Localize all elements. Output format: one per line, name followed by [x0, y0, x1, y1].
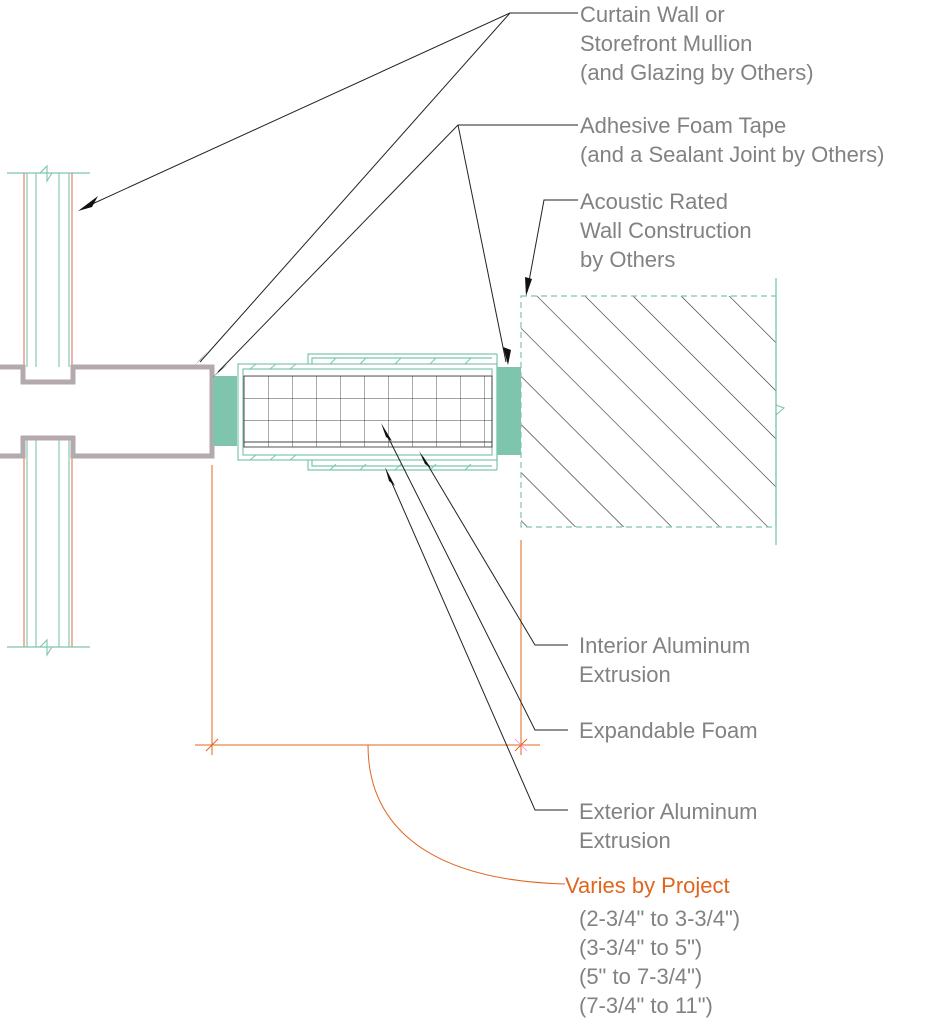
curtain-wall-line-1: Curtain Wall or: [580, 2, 725, 27]
curtain-wall-glazing: [7, 164, 90, 657]
foam-tape-line-1: Adhesive Foam Tape: [580, 113, 787, 138]
dimension-lines: [195, 465, 566, 885]
mullion-profile: [0, 364, 215, 459]
acoustic-wall-line-3: by Others: [580, 247, 676, 272]
interior-extrusion-label: Interior Aluminum Extrusion: [579, 631, 750, 689]
size-ranges: (2-3/4" to 3-3/4") (3-3/4" to 5") (5" to…: [579, 904, 740, 1020]
curtain-wall-label: Curtain Wall or Storefront Mullion (and …: [580, 0, 814, 87]
size-range-2: (3-3/4" to 5"): [579, 935, 703, 960]
extrusion-hatch: [249, 357, 472, 471]
expandable-foam: [243, 375, 493, 448]
acoustic-wall-line-2: Wall Construction: [580, 218, 752, 243]
size-range-1: (2-3/4" to 3-3/4"): [579, 906, 741, 931]
size-range-4: (7-3/4" to 11"): [579, 993, 713, 1018]
acoustic-wall-line-1: Acoustic Rated: [580, 189, 728, 214]
foam-tape-line-2: (and a Sealant Joint by Others): [580, 142, 885, 167]
exterior-extrusion-line-2: Extrusion: [579, 828, 671, 853]
foam-tape-right: [497, 367, 521, 455]
exterior-extrusion-line-1: Exterior Aluminum: [579, 799, 758, 824]
curtain-wall-line-3: (and Glazing by Others): [580, 60, 814, 85]
interior-extrusion-line-2: Extrusion: [579, 662, 671, 687]
expandable-foam-label: Expandable Foam: [579, 716, 758, 745]
interior-extrusion-line-1: Interior Aluminum: [579, 633, 751, 658]
varies-by-project-label: Varies by Project: [565, 873, 730, 898]
acoustic-wall-label: Acoustic Rated Wall Construction by Othe…: [580, 187, 752, 274]
foam-tape-label: Adhesive Foam Tape (and a Sealant Joint …: [580, 111, 885, 169]
leader-arrowheads: [78, 196, 532, 486]
leader-lines: [89, 12, 578, 811]
acoustic-wall: [520, 278, 786, 545]
exterior-extrusion-label: Exterior Aluminum Extrusion: [579, 797, 758, 855]
foam-tape-left: [213, 376, 237, 446]
size-range-3: (5" to 7-3/4"): [579, 964, 703, 989]
expandable-foam-line-1: Expandable Foam: [579, 718, 758, 743]
curtain-wall-line-2: Storefront Mullion: [580, 31, 753, 56]
